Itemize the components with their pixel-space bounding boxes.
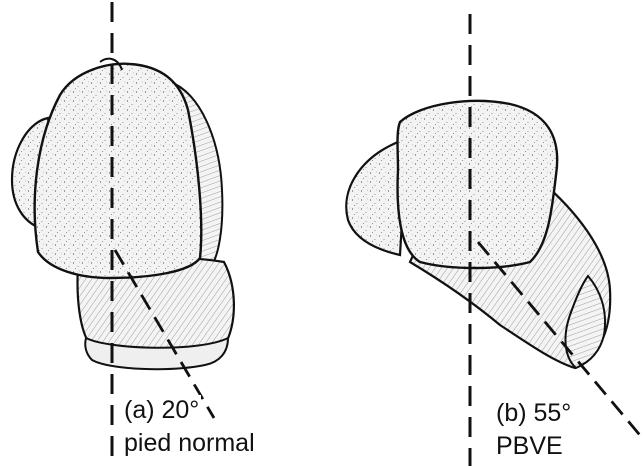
panel-a-angle-label: (a) 20° (122, 395, 201, 426)
panel-b-angle-label: (b) 55° (494, 398, 573, 429)
panel-b-condition-label: PBVE (494, 431, 565, 462)
talus-normal (12, 59, 234, 369)
talus-clubfoot (346, 101, 610, 368)
panel-a-condition-label: pied normal (122, 428, 257, 459)
talus-clubfoot-lateral-process (346, 142, 405, 255)
talus-normal-body (35, 64, 202, 278)
